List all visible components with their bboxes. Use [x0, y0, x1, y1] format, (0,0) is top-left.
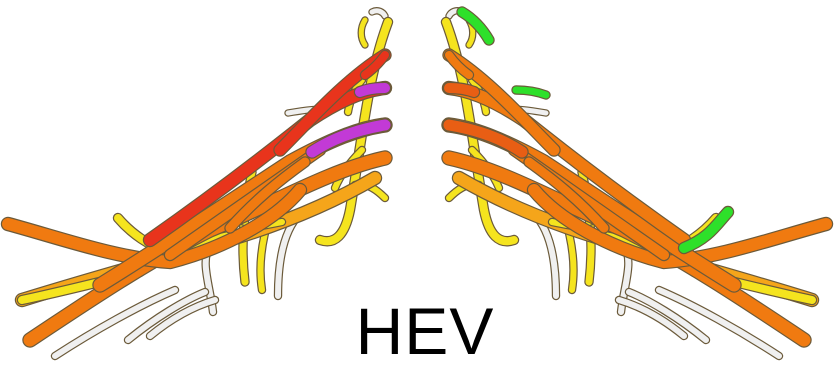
left-brachial-plexus [8, 11, 388, 356]
left-nerve-segment [361, 20, 365, 45]
left-nerve-segment [128, 292, 205, 340]
right-green-highlight [516, 90, 546, 95]
right-nerve-segment [449, 125, 522, 152]
right-brachial-plexus [446, 11, 826, 356]
right-nerve-segment [629, 292, 706, 340]
right-green-highlight [684, 212, 728, 248]
left-nerve-segment [372, 11, 385, 16]
left-nerve-segment [360, 88, 385, 92]
left-nerve-segment [312, 125, 385, 152]
hev-label: HEV [355, 296, 495, 366]
right-nerve-segment [449, 88, 474, 92]
